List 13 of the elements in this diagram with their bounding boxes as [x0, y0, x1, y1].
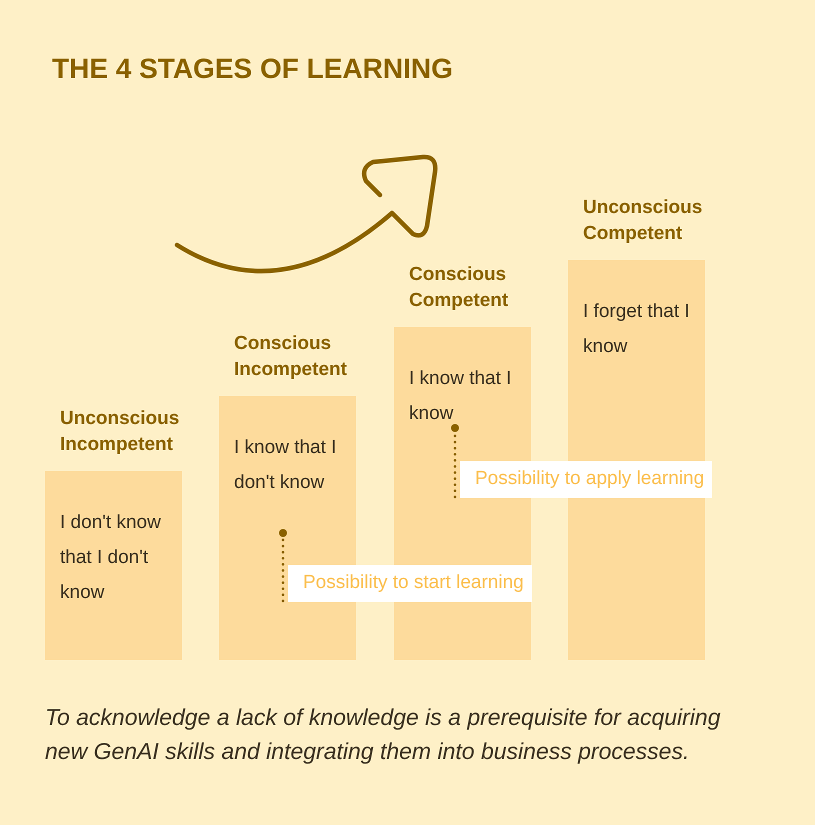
- stage-text: I know that I know: [409, 367, 512, 426]
- stage-heading: Unconscious Competent: [583, 196, 704, 246]
- stage-text: I don't know that I don't know: [60, 511, 162, 605]
- stage-text: I forget that I know: [583, 300, 691, 359]
- stage-heading: Unconscious Incompetent: [60, 407, 180, 457]
- callout-label: Possibility to start learning: [288, 565, 532, 602]
- callout-label: Possibility to apply learning: [460, 461, 712, 498]
- stage-heading: Conscious Incompetent: [234, 332, 348, 382]
- leader-line: [282, 536, 284, 602]
- stage-text: I know that I don't know: [234, 436, 338, 495]
- stage-heading: Conscious Competent: [409, 263, 510, 313]
- title: THE 4 STAGES OF LEARNING: [52, 52, 453, 86]
- caption: To acknowledge a lack of knowledge is a prerequisite for acquiring new GenAI skills and integrating them into business processes.: [45, 703, 722, 766]
